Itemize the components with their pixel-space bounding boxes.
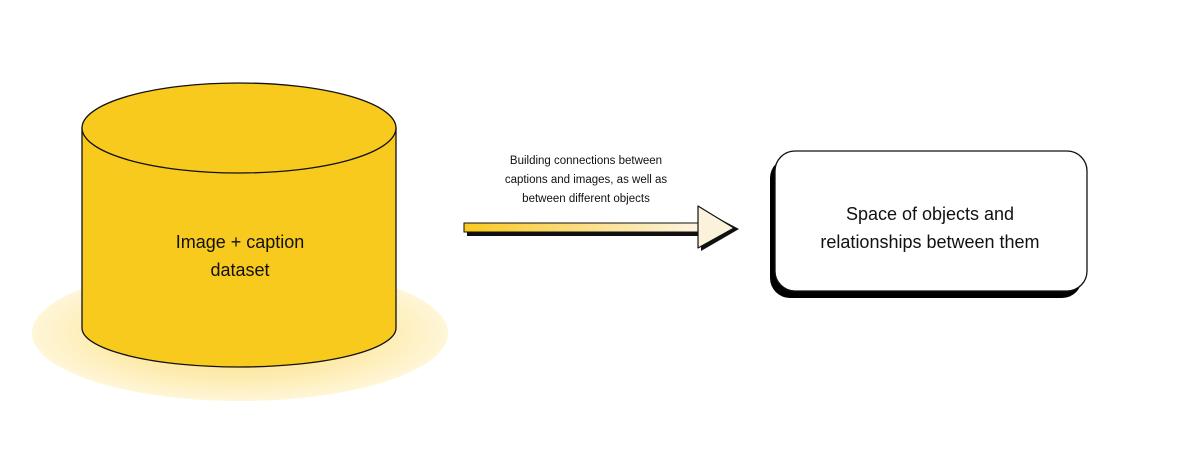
- connection-arrow: [463, 205, 739, 251]
- dataset-label-line1: Image + caption: [175, 232, 305, 252]
- arrow-label-line1: Building connections between: [509, 155, 663, 167]
- space-label-line2: relationships between them: [820, 232, 1040, 252]
- arrow-label-line3: between different objects: [522, 193, 650, 205]
- dataset-cylinder: [81, 82, 397, 368]
- dataset-label-line2: dataset: [210, 260, 270, 280]
- space-label: Space of objects and relationships betwe…: [790, 200, 1070, 256]
- arrow-label-line2: captions and images, as well as: [504, 174, 668, 186]
- space-box: [770, 150, 1088, 298]
- dataset-label: Image + caption dataset: [110, 228, 370, 284]
- space-label-line1: Space of objects and: [845, 204, 1015, 224]
- arrow-label: Building connections between captions an…: [470, 152, 702, 209]
